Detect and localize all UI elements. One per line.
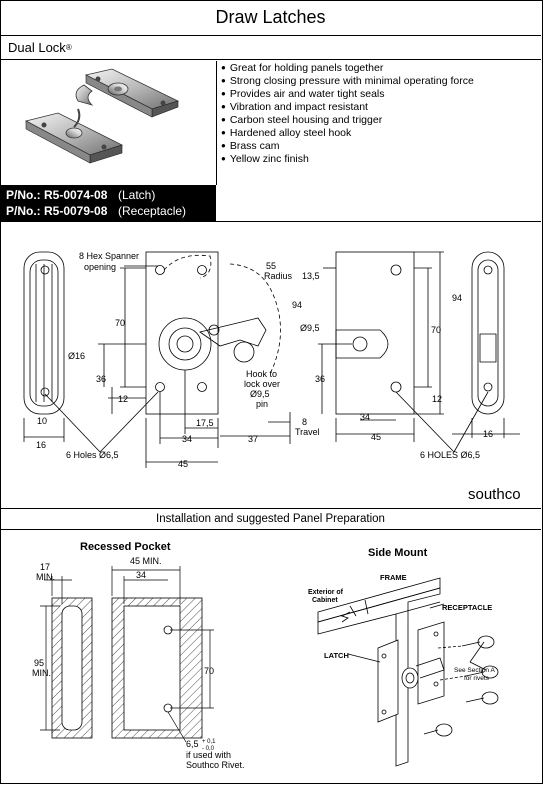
label-hook-2: lock over (244, 379, 280, 389)
label-latch: LATCH (324, 651, 349, 660)
label-45-min: 45 MIN. (130, 556, 162, 566)
feature-item: Brass cam (221, 140, 537, 153)
feature-item: Vibration and impact resistant (221, 101, 537, 114)
label-see-section: See Section A (454, 667, 495, 674)
label-70-latch: 70 (115, 318, 125, 328)
dimension-drawing: 8 Hex Spanner opening 55 Radius 13,5 94 … (23, 251, 521, 503)
label-hole-tolerance-minus: - 0,0 (202, 746, 215, 752)
label-16-side-right: 16 (483, 429, 493, 439)
label-12-latch: 12 (118, 394, 128, 404)
label-16-diameter: Ø16 (68, 351, 85, 361)
label-for-rivets: for rivets (464, 675, 490, 682)
label-45-receptacle: 45 (371, 432, 381, 442)
label-70-receptacle: 70 (431, 325, 441, 335)
label-36-receptacle: 36 (315, 374, 325, 384)
label-radius: Radius (264, 271, 293, 281)
feature-item: Provides air and water tight seals (221, 88, 537, 101)
label-spanner: 8 Hex Spanner (79, 251, 139, 261)
label-hook-1: Hook to (246, 369, 277, 379)
feature-item: Yellow zinc finish (221, 153, 537, 166)
label-95-min: MIN. (32, 668, 51, 678)
feature-item: Strong closing pressure with minimal ope… (221, 75, 537, 88)
label-cabinet: Cabinet (312, 597, 338, 604)
label-13-5: 13,5 (302, 271, 320, 281)
subtitle-text: Dual Lock (8, 40, 66, 55)
label-16-side-left: 16 (36, 440, 46, 450)
divider (0, 508, 541, 509)
label-holes-left: 6 Holes Ø6,5 (66, 450, 119, 460)
part-number-receptacle: P/No.: R5-0079-08 (6, 204, 108, 218)
label-17-5: 17,5 (196, 418, 214, 428)
label-hole-tolerance-plus: + 0,1 (202, 739, 216, 745)
label-94-receptacle: 94 (452, 293, 462, 303)
label-hole-rivet: Southco Rivet. (186, 760, 245, 770)
part-number-latch: P/No.: R5-0074-08 (6, 188, 108, 202)
label-exterior: Exterior of (308, 589, 344, 596)
label-hook-3: Ø9,5 (250, 389, 270, 399)
label-34-pocket: 34 (136, 570, 146, 580)
label-37: 37 (248, 434, 258, 444)
part-type-receptacle: (Receptacle) (118, 204, 187, 218)
label-17-min: MIN. (36, 572, 55, 582)
part-type-latch: (Latch) (118, 188, 156, 202)
product-photo (0, 61, 217, 185)
page-title: Draw Latches (0, 0, 541, 36)
label-pin-diameter: Ø9,5 (300, 323, 320, 333)
label-45-latch: 45 (178, 459, 188, 469)
features-list: Great for holding panels together Strong… (217, 61, 541, 221)
feature-item: Carbon steel housing and trigger (221, 114, 537, 127)
label-radius-value: 55 (266, 261, 276, 271)
label-spanner-opening: opening (84, 262, 116, 272)
label-94-latch: 94 (292, 300, 302, 310)
brand-logo: southco (468, 486, 521, 503)
label-36-latch: 36 (96, 374, 106, 384)
part-number-row-latch: P/No.: R5-0074-08 (Latch) (6, 187, 210, 203)
installation-drawing: Recessed Pocket Side Mount 17 MIN (32, 541, 499, 770)
label-frame: FRAME (380, 573, 407, 582)
label-receptacle: RECEPTACLE (442, 603, 492, 612)
recessed-pocket-title: Recessed Pocket (80, 541, 171, 553)
divider (0, 221, 541, 222)
label-70-pocket: 70 (204, 666, 214, 676)
label-17: 17 (40, 562, 50, 572)
product-subtitle: Dual Lock® (0, 36, 541, 60)
label-holes-right: 6 HOLES Ø6,5 (420, 450, 480, 460)
label-hole-note: if used with (186, 750, 231, 760)
label-10: 10 (37, 416, 47, 426)
part-number-row-receptacle: P/No.: R5-0079-08 (Receptacle) (6, 203, 210, 219)
label-hook-4: pin (256, 399, 268, 409)
side-mount-title: Side Mount (368, 547, 428, 559)
feature-item: Hardened alloy steel hook (221, 127, 537, 140)
label-34-receptacle: 34 (360, 412, 370, 422)
latch-photo-illustration (24, 68, 180, 164)
label-8: 8 (302, 417, 307, 427)
feature-item: Great for holding panels together (221, 62, 537, 75)
registered-mark: ® (65, 43, 72, 52)
label-12-receptacle: 12 (432, 394, 442, 404)
label-95: 95 (34, 658, 44, 668)
label-34-latch: 34 (182, 434, 192, 444)
technical-drawing: 8 Hex Spanner opening 55 Radius 13,5 94 … (0, 222, 541, 508)
label-travel: Travel (295, 427, 320, 437)
install-section-title: Installation and suggested Panel Prepara… (0, 509, 541, 530)
installation-panel: Recessed Pocket Side Mount 17 MIN (0, 530, 541, 782)
label-hole-size: 6,5 (186, 739, 199, 749)
part-number-block: P/No.: R5-0074-08 (Latch) P/No.: R5-0079… (0, 185, 216, 221)
